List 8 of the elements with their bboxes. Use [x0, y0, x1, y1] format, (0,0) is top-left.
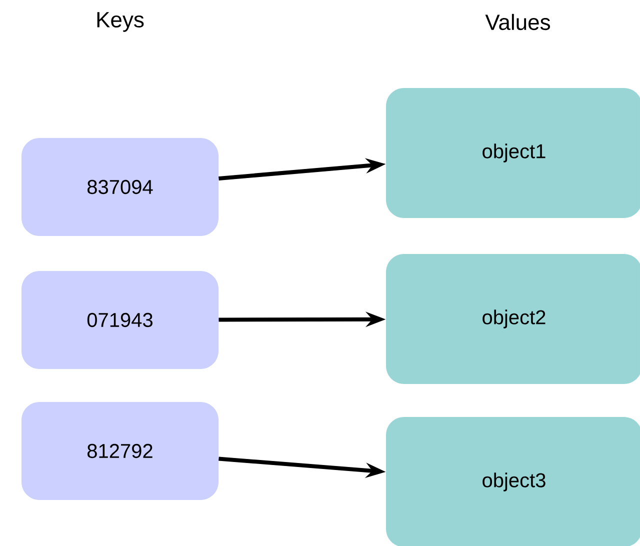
key-box: 812792 [22, 402, 218, 500]
value-box: object1 [386, 88, 640, 218]
key-box: 071943 [22, 271, 218, 369]
key-box: 837094 [22, 138, 218, 236]
value-box: object2 [386, 254, 640, 384]
column-heading: Values [485, 14, 550, 30]
column-heading: Keys [97, 12, 144, 32]
value-box: object3 [386, 417, 640, 546]
